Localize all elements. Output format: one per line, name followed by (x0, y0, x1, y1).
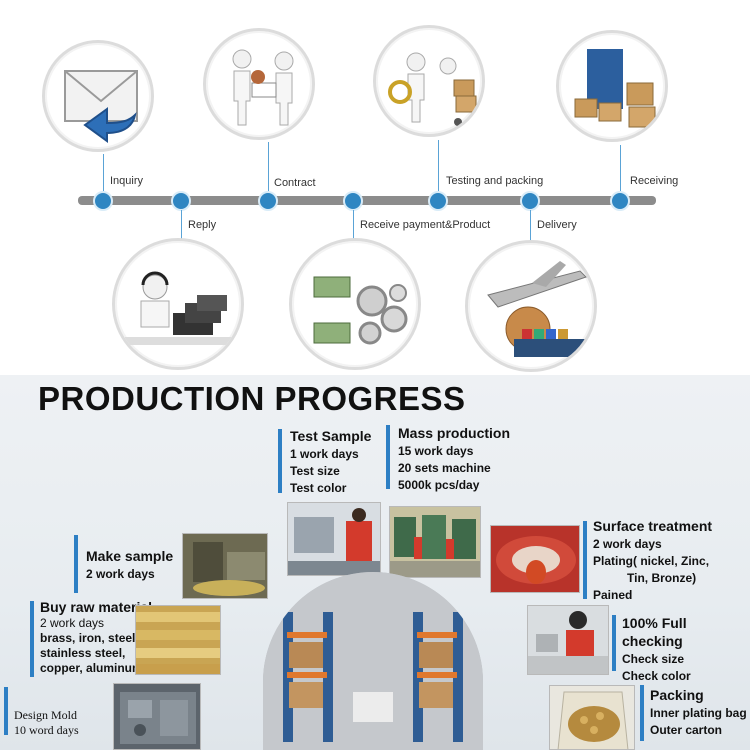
raw-material-line1: brass, iron, steel (40, 631, 136, 645)
reply-circle (112, 238, 244, 370)
step-label-contract: Contract (274, 177, 316, 189)
checking-accent (612, 615, 616, 671)
surface-metals: Tin, Bronze) (627, 571, 697, 585)
inquiry-circle (42, 40, 154, 152)
test-sample-block: Test Sample 1 work days Test size Test c… (290, 428, 371, 497)
mass-production-block: Mass production 15 work days 20 sets mac… (398, 425, 510, 494)
raw-material-accent (30, 601, 34, 677)
make-sample-photo (182, 533, 268, 599)
surface-days: 2 work days (593, 537, 662, 551)
surface-treatment-photo (490, 525, 580, 593)
make-sample-accent (74, 535, 78, 593)
production-progress-panel: PRODUCTION PROGRESS Test Sample 1 work d… (0, 375, 750, 750)
envelope-icon (64, 70, 138, 143)
step-label-reply: Reply (188, 219, 217, 231)
raw-material-title: Buy raw material (40, 599, 153, 615)
raw-material-line2: stainless steel, (40, 646, 126, 660)
packing-inner: Inner plating bag (650, 706, 747, 720)
step-label-receiving: Receiving (630, 175, 679, 187)
testing-packing-icon (388, 52, 477, 126)
payment-circle (289, 238, 421, 370)
reply-dot (171, 191, 191, 211)
step-label-delivery: Delivery (537, 219, 577, 231)
delivery-stem (530, 210, 531, 244)
mass-production-title: Mass production (398, 425, 511, 441)
raw-material-photo (135, 605, 221, 675)
payment-stem (353, 210, 354, 242)
test-sample-photo (287, 502, 381, 576)
payment-dot (343, 191, 363, 211)
receiving-dot (610, 191, 630, 211)
checking-color: Check color (622, 669, 691, 683)
test-sample-days: 1 work days (290, 447, 359, 461)
testing-stem (438, 140, 439, 196)
mass-production-days: 15 work days (398, 444, 474, 458)
inquiry-dot (93, 191, 113, 211)
design-mold-photo (113, 683, 201, 750)
money-gears-icon (313, 276, 408, 345)
packing-outer: Outer carton (650, 723, 723, 737)
warehouse-photo (263, 572, 483, 750)
make-sample-days: 2 work days (86, 567, 155, 581)
test-sample-title: Test Sample (290, 428, 372, 444)
mass-production-machines: 20 sets machine (398, 461, 491, 475)
test-sample-accent (278, 429, 282, 493)
raw-material-block: Buy raw material 2 work days brass, iron… (40, 600, 152, 676)
test-sample-color: Test color (290, 481, 347, 495)
surface-plating: Plating( nickel, Zinc, (593, 554, 710, 568)
surface-treatment-block: Surface treatment 2 work days Plating( n… (593, 518, 712, 604)
make-sample-block: Make sample 2 work days (86, 548, 173, 583)
checking-size: Check size (622, 652, 685, 666)
design-mold-days: 10 word days (14, 723, 79, 737)
contract-stem (268, 142, 269, 196)
timeline-bar (78, 196, 656, 205)
reply-stem (181, 210, 182, 250)
mass-production-accent (386, 425, 390, 489)
design-mold-block: Design Mold 10 word days (14, 708, 79, 738)
surface-painted: Pained (593, 588, 633, 602)
testing-packing-circle (373, 25, 485, 137)
test-sample-size: Test size (290, 464, 340, 478)
mass-production-capacity: 5000k pcs/day (398, 478, 480, 492)
step-label-inquiry: Inquiry (110, 175, 144, 187)
delivery-circle (465, 240, 597, 372)
design-mold-title: Design Mold (14, 708, 77, 722)
process-flow-panel: Inquiry Contract Testing and packing Rec… (42, 25, 679, 372)
checking-block: 100% Full checking Check size Check colo… (622, 615, 750, 685)
packing-title: Packing (650, 687, 704, 703)
packing-block: Packing Inner plating bag Outer carton (650, 687, 747, 739)
call-center-icon (125, 271, 235, 345)
checking-title: 100% Full checking (622, 615, 687, 649)
packing-photo (549, 685, 635, 750)
handshake-contract-icon (232, 49, 294, 126)
contract-dot (258, 191, 278, 211)
mass-production-photo (389, 506, 481, 578)
surface-title: Surface treatment (593, 518, 713, 534)
checking-photo (527, 605, 609, 675)
step-label-payment: Receive payment&Product (360, 219, 491, 231)
step-label-testing: Testing and packing (446, 175, 544, 187)
plane-ship-icon (487, 261, 587, 357)
container-boxes-icon (574, 49, 656, 128)
contract-circle (203, 28, 315, 140)
receiving-stem (620, 145, 621, 196)
raw-material-days: 2 work days (40, 616, 105, 630)
inquiry-stem (103, 154, 104, 196)
make-sample-title: Make sample (86, 548, 174, 564)
raw-material-line3: copper, aluminum (40, 661, 143, 675)
design-mold-accent (4, 687, 8, 735)
receiving-circle (556, 30, 668, 142)
production-title: PRODUCTION PROGRESS (38, 380, 466, 417)
testing-dot (428, 191, 448, 211)
packing-accent (640, 685, 644, 741)
surface-accent (583, 521, 587, 599)
delivery-dot (520, 191, 540, 211)
